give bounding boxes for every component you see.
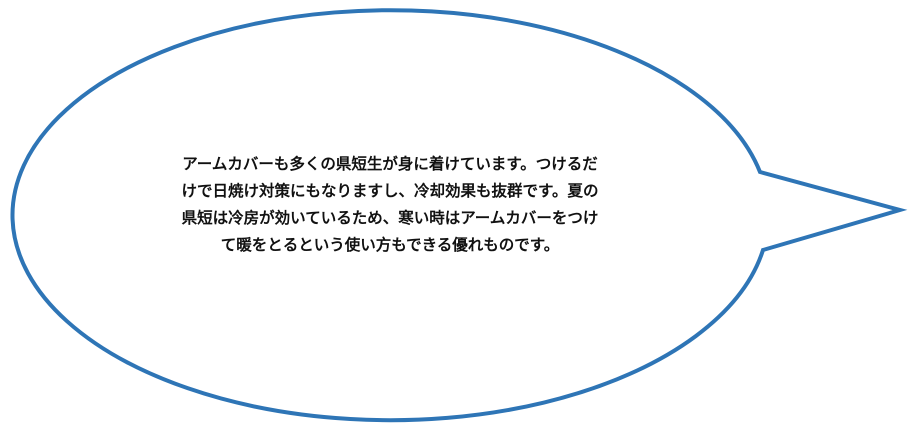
text-line-4: て暖をとるという使い方もできる優れものです。: [220, 235, 560, 254]
text-line-1: アームカバーも多くの県短生が身に着けています。つけるだ: [182, 154, 598, 173]
speech-bubble-text: アームカバーも多くの県短生が身に着けています。つけるだ けで日焼け対策にもなりま…: [130, 150, 650, 258]
text-line-3: 県短は冷房が効いているため、寒い時はアームカバーをつけ: [181, 208, 599, 227]
text-line-2: けで日焼け対策にもなりますし、冷却効果も抜群です。夏の: [181, 181, 599, 200]
speech-bubble-outline: [10, 8, 908, 423]
